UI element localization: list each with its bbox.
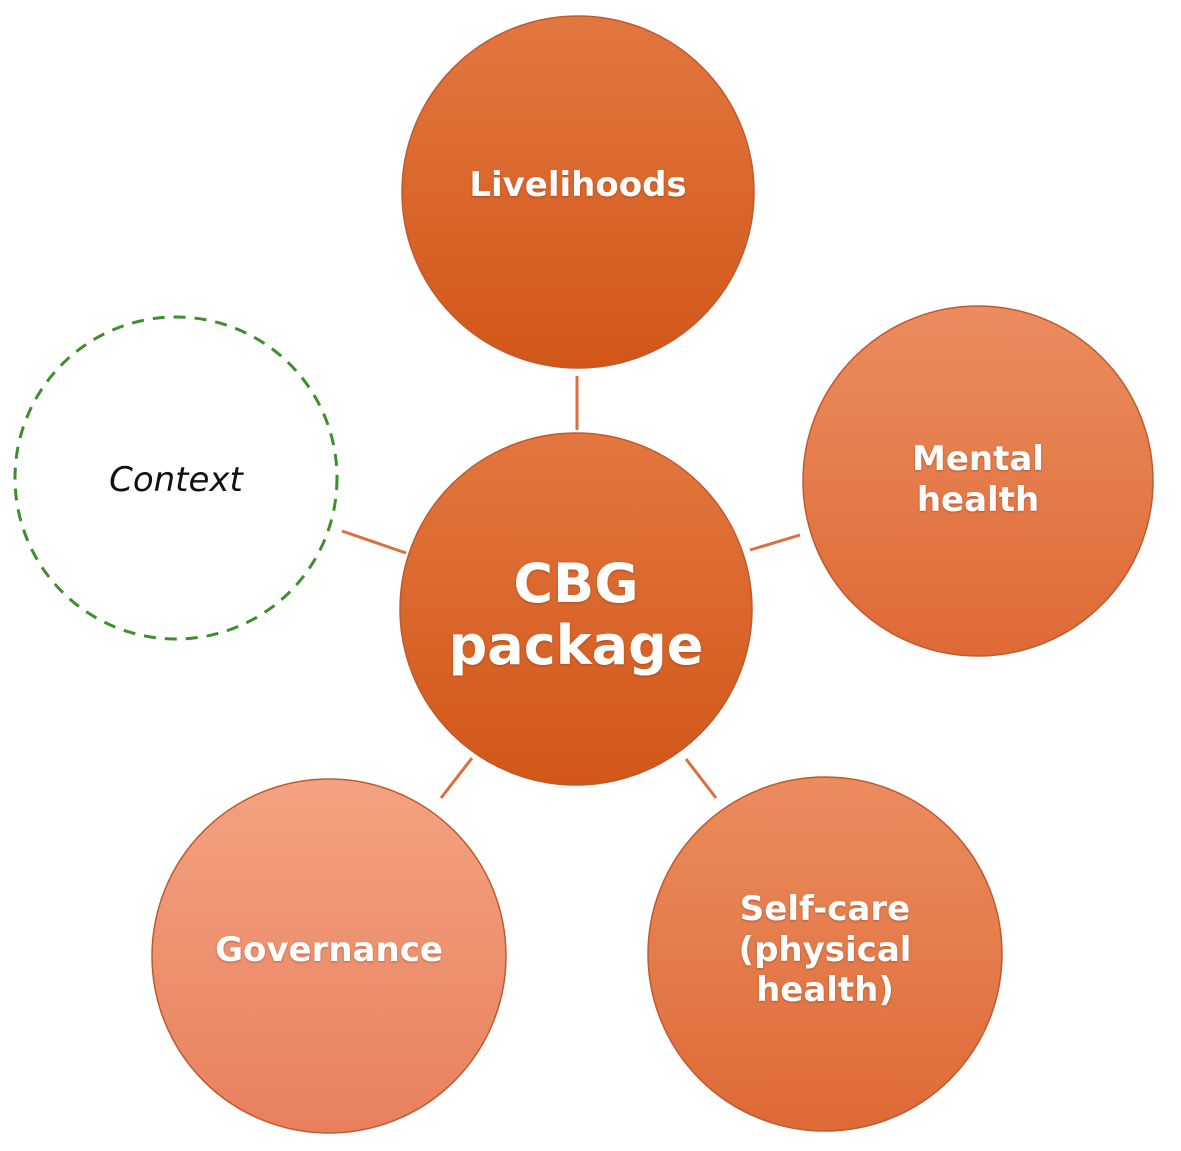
- livelihoods-label: Livelihoods: [469, 164, 687, 205]
- context-label: Context: [109, 459, 243, 500]
- livelihoods-node: [401, 15, 755, 369]
- self-care-label: Self-care (physical health): [738, 888, 912, 1011]
- connector-mental-health: [749, 533, 801, 552]
- connector-governance: [439, 757, 474, 799]
- self-care-node: [647, 776, 1003, 1132]
- mental-health-node: [802, 305, 1154, 657]
- connector-self-care: [684, 758, 718, 799]
- connector-context: [341, 529, 407, 555]
- governance-node: [151, 778, 507, 1134]
- cbg-package-node: [399, 432, 753, 786]
- context-node: [13, 315, 339, 641]
- cbg-package-label: CBG package: [448, 551, 704, 677]
- mental-health-label: Mental health: [912, 439, 1044, 520]
- governance-label: Governance: [215, 929, 443, 970]
